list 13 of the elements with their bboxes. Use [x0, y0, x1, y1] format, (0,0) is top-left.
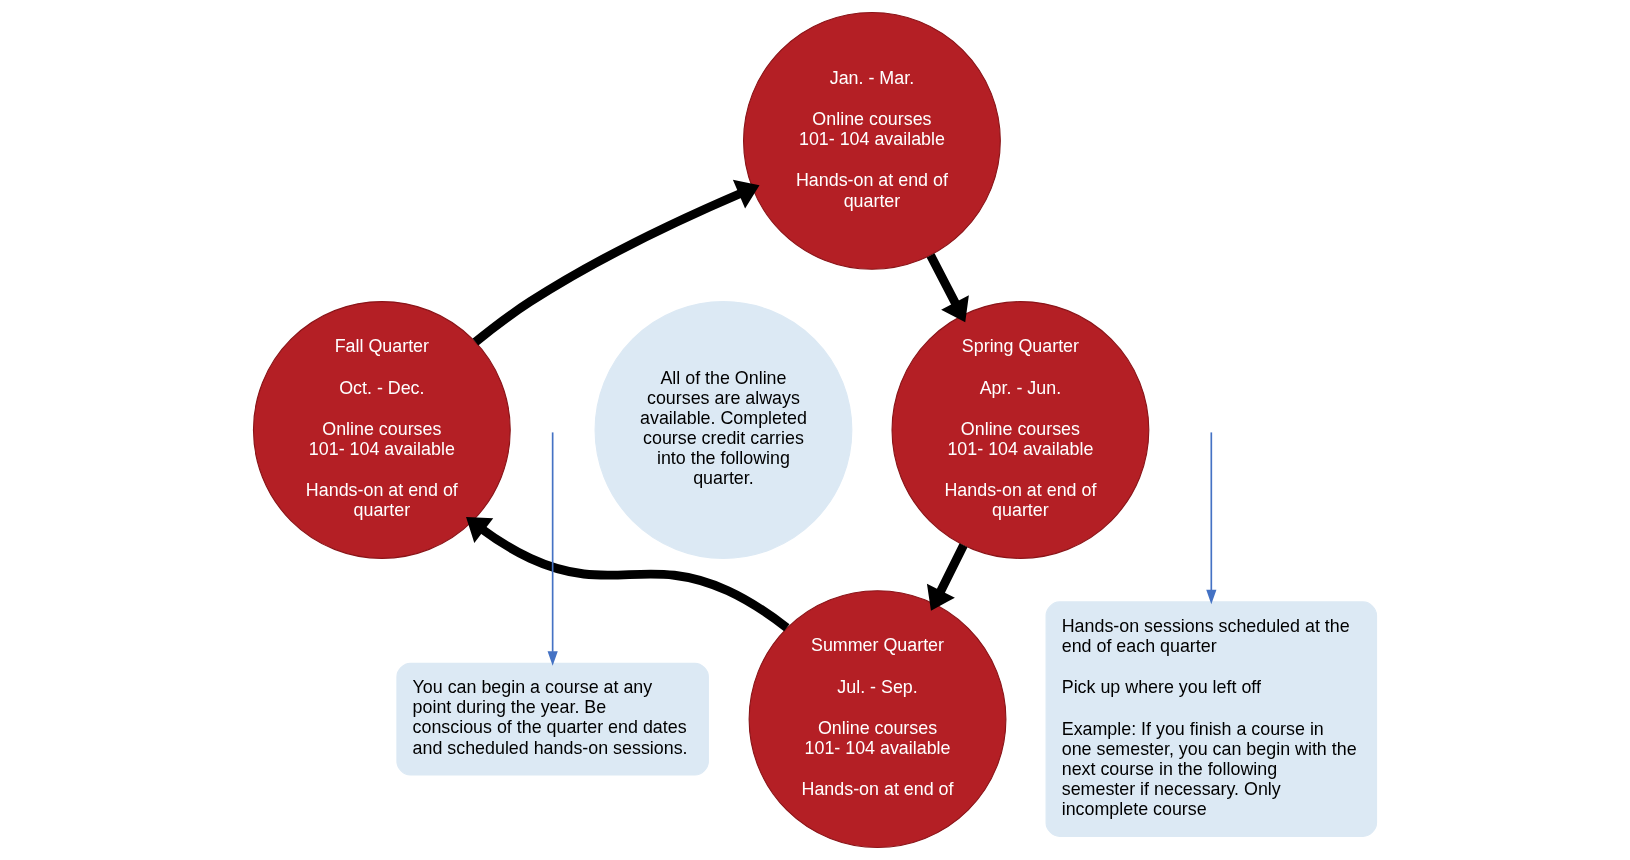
arrow	[1206, 431, 1217, 605]
arrow	[926, 543, 968, 611]
node-circle: Jan. - Mar. Online courses 101- 104 available Hands-on at end of quarter	[743, 11, 1001, 270]
node-circle: Fall Quarter Oct. - Dec. Online courses 101- 104 available Hands-on at end of quarter	[252, 301, 511, 559]
arrow	[466, 517, 790, 632]
node-circle: Summer Quarter Jul. - Sep. Online courses 101- 104 available Hands-on at end of	[748, 590, 1007, 849]
arrow	[547, 431, 558, 666]
arrow	[472, 179, 760, 346]
node-circle: Spring Quarter Apr. - Jun. Online courses 101- 104 available Hands-on at end of quarter	[891, 301, 1150, 559]
node-box: You can begin a course at any point during the year. Be conscious of the quarter end dates and scheduled hands-on sessions.	[396, 662, 709, 776]
node-box: Hands-on sessions scheduled at the end of each quarter Pick up where you left off Example: If you finish a course in one semester, you can begin with the next course in the following semester if necessary. Only incomplete course	[1045, 601, 1378, 837]
arrow	[926, 253, 969, 323]
node-circle: All of the Online courses are always available. Completed course credit carries into the following quarter.	[594, 301, 853, 559]
